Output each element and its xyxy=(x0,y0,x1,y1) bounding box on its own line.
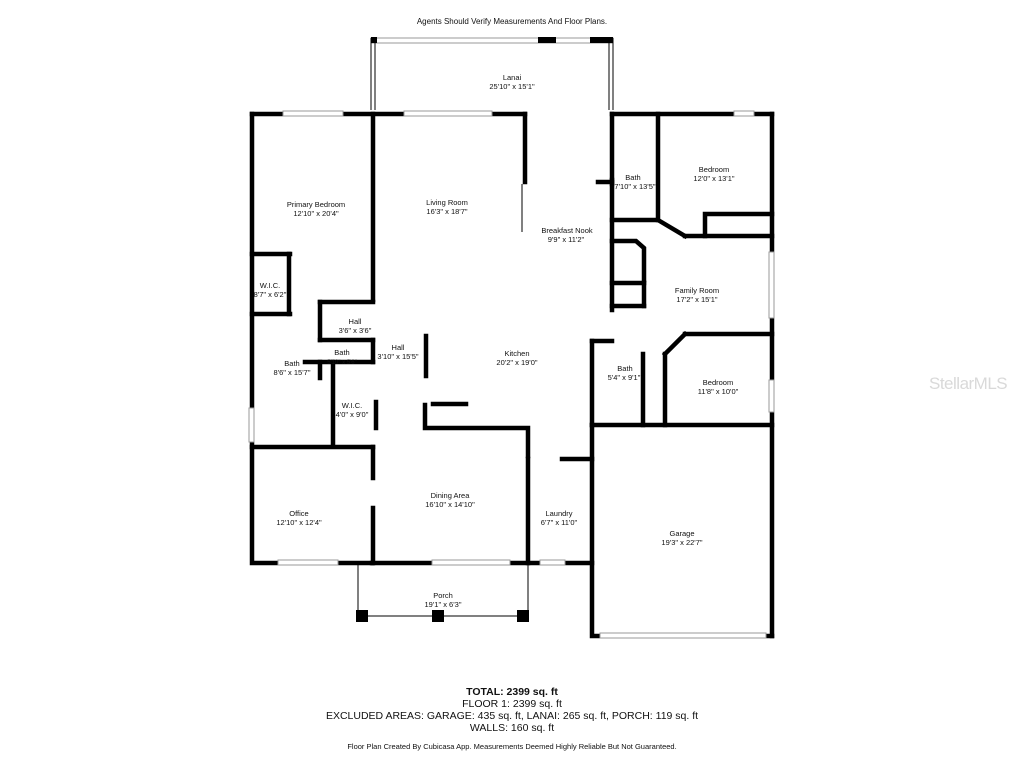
room-dim-bedroom-ne: 12'0" x 13'1" xyxy=(693,174,734,183)
outer-walls xyxy=(248,110,775,639)
room-dim-primary-bedroom: 12'10" x 20'4" xyxy=(293,209,339,218)
room-name-garage: Garage xyxy=(669,529,694,538)
room-name-office: Office xyxy=(289,509,308,518)
room-name-hall: Hall xyxy=(392,343,405,352)
room-dim-lanai: 25'10" x 15'1" xyxy=(489,82,535,91)
excluded-areas: EXCLUDED AREAS: GARAGE: 435 sq. ft, LANA… xyxy=(325,710,699,722)
room-dim-family-room: 17'2" x 15'1" xyxy=(676,295,717,304)
room-dim-breakfast-nook: 9'9" x 11'2" xyxy=(548,235,585,244)
footer-note: Floor Plan Created By Cubicasa App. Meas… xyxy=(347,742,677,751)
room-name-wic-bath: W.I.C. xyxy=(342,401,362,410)
room-name-bath-ne: Bath xyxy=(625,173,640,182)
room-name-living-room: Living Room xyxy=(426,198,468,207)
room-dim-living-room: 16'3" x 18'7" xyxy=(426,207,467,216)
total-area: TOTAL: 2399 sq. ft xyxy=(466,686,558,698)
room-name-hall-small: Hall xyxy=(349,317,362,326)
interior-walls xyxy=(249,111,775,566)
room-dim-hall-small: 3'6" x 3'6" xyxy=(339,326,372,335)
room-name-bath-mid: Bath xyxy=(617,364,632,373)
room-dim-bath-ne: 7'10" x 13'5" xyxy=(614,182,655,191)
room-name-dining-area: Dining Area xyxy=(431,491,471,500)
room-dim-office: 12'10" x 12'4" xyxy=(276,518,322,527)
room-dim-wic-primary: 8'7" x 6'2" xyxy=(254,290,287,299)
room-name-family-room: Family Room xyxy=(675,286,719,295)
watermark-logo: StellarMLS xyxy=(929,374,1008,393)
room-name-porch: Porch xyxy=(433,591,453,600)
porch-structure xyxy=(356,563,529,622)
room-name-bedroom-ne: Bedroom xyxy=(699,165,729,174)
room-name-wic-primary: W.I.C. xyxy=(260,281,280,290)
room-dim-garage: 19'3" x 22'7" xyxy=(661,538,702,547)
room-name-primary-bedroom: Primary Bedroom xyxy=(287,200,345,209)
walls-area: WALLS: 160 sq. ft xyxy=(469,722,555,734)
room-dim-bedroom-se: 11'8" x 10'0" xyxy=(698,387,739,396)
room-dim-laundry: 6'7" x 11'0" xyxy=(541,518,578,527)
room-dim-bath-mid: 5'4" x 9'1" xyxy=(608,373,641,382)
room-dim-kitchen: 20'2" x 19'0" xyxy=(496,358,537,367)
room-name-lanai: Lanai xyxy=(503,73,522,82)
room-dim-wic-bath: 4'0" x 9'0" xyxy=(336,410,369,419)
room-name-breakfast-nook: Breakfast Nook xyxy=(541,226,593,235)
room-name-bath-small: Bath xyxy=(334,348,349,357)
room-name-laundry: Laundry xyxy=(545,509,572,518)
room-dim-bath-primary: 8'6" x 15'7" xyxy=(274,368,311,377)
lanai-walls xyxy=(370,37,614,110)
room-name-bedroom-se: Bedroom xyxy=(703,378,733,387)
area-totals: TOTAL: 2399 sq. ft FLOOR 1: 2399 sq. ft … xyxy=(0,686,1024,734)
room-dim-hall: 3'10" x 15'5" xyxy=(377,352,418,361)
floor-area: FLOOR 1: 2399 sq. ft xyxy=(462,698,562,710)
room-dim-dining-area: 16'10" x 14'10" xyxy=(425,500,475,509)
room-name-kitchen: Kitchen xyxy=(504,349,529,358)
room-dim-bath-small: 5'10" x 5'6" xyxy=(327,360,357,366)
header-note: Agents Should Verify Measurements And Fl… xyxy=(416,17,608,26)
room-dim-porch: 19'1" x 6'3" xyxy=(425,600,462,609)
room-name-bath-primary: Bath xyxy=(284,359,299,368)
